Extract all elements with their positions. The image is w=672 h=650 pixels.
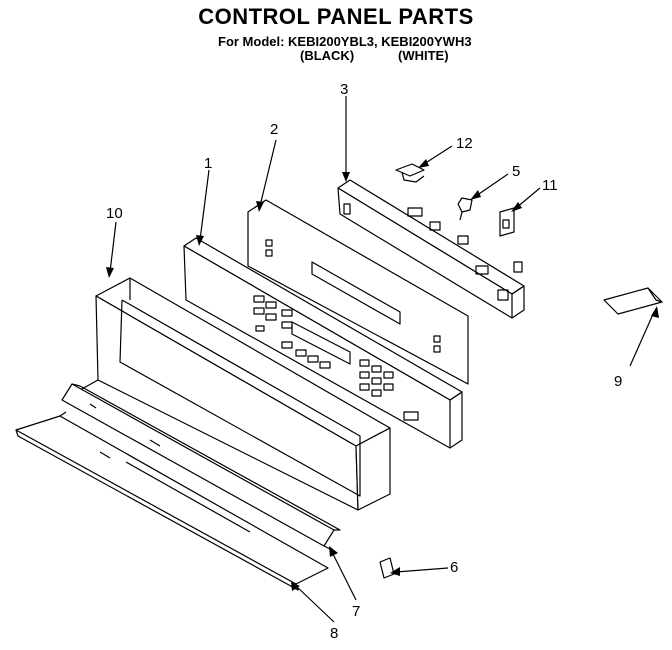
callout-7: 7: [352, 603, 360, 620]
callout-10: 10: [106, 205, 123, 222]
part-10-bezel: [79, 277, 391, 511]
part-5-bracket: [457, 197, 473, 221]
callout-11: 11: [542, 177, 558, 194]
leader-lines: [109, 96, 655, 623]
callout-12: 12: [456, 135, 473, 152]
part-12-clip: [395, 163, 425, 183]
part-6-clip: [379, 557, 395, 579]
part-11-block: [499, 207, 515, 237]
callout-5: 5: [512, 163, 520, 180]
callout-1: 1: [204, 155, 212, 172]
model-line: For Model: KEBI200YBL3, KEBI200YWH3: [218, 34, 472, 49]
callout-3: 3: [340, 81, 348, 98]
part-1-panel: [183, 237, 463, 449]
callout-6: 6: [450, 559, 458, 576]
callout-8: 8: [330, 625, 338, 642]
leader-arrowheads: [106, 159, 659, 591]
part-3-control-board: [337, 179, 525, 319]
part-7-trim: [61, 383, 341, 551]
variant-white-label: (WHITE): [398, 48, 449, 63]
callout-9: 9: [614, 373, 622, 390]
variant-black-label: (BLACK): [300, 48, 355, 63]
diagram-title: CONTROL PANEL PARTS: [198, 4, 474, 29]
callout-2: 2: [270, 121, 278, 138]
part-9-bracket: [603, 287, 663, 315]
